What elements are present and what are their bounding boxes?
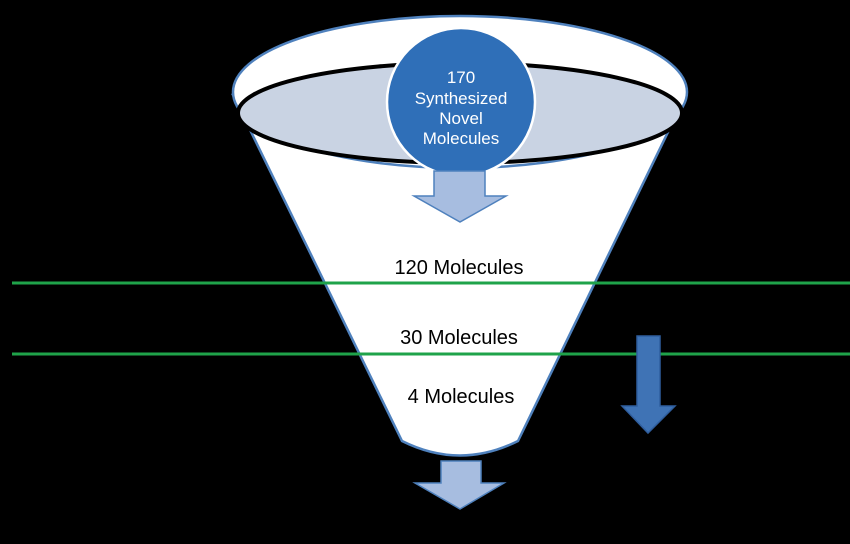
funnel-body bbox=[230, 93, 688, 457]
stage-label-1: 120 Molecules bbox=[395, 257, 524, 279]
input-count: 170 bbox=[447, 68, 475, 87]
stage-label-2: 30 Molecules bbox=[400, 327, 518, 349]
entry-arrow-icon bbox=[411, 170, 509, 223]
input-line-1: Synthesized bbox=[415, 89, 508, 108]
stage-label-3: 4 Molecules bbox=[408, 386, 515, 408]
input-line-2: Novel bbox=[439, 109, 482, 128]
exit-arrow-icon bbox=[412, 460, 507, 510]
input-line-3: Molecules bbox=[423, 129, 500, 148]
side-arrow-icon bbox=[620, 335, 677, 435]
